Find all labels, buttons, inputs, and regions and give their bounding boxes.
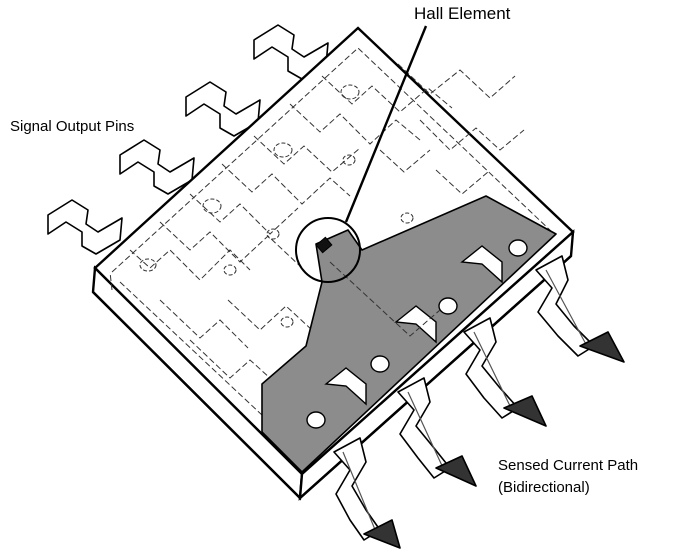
package-right-side	[298, 229, 575, 501]
internal-leadframe	[109, 47, 553, 461]
hall-element-chip	[315, 236, 333, 254]
hall-element-callout	[295, 25, 428, 283]
current-lead-1	[333, 437, 401, 549]
sensed-current-path-label: Sensed Current Path	[498, 457, 639, 474]
current-direction-arrow-1	[363, 519, 401, 549]
current-direction-arrow-4	[579, 331, 625, 363]
hall-element-label: Hall Element	[414, 4, 511, 23]
signal-output-pins-label: Signal Output Pins	[10, 118, 135, 135]
hall-element-circle	[295, 217, 361, 283]
internal-holes	[139, 84, 414, 328]
current-lead-2	[397, 377, 477, 487]
signal-pin-1	[47, 199, 123, 255]
current-direction-arrow-3	[503, 395, 547, 427]
current-direction-arrow-2	[435, 455, 477, 487]
current-lead-4	[535, 255, 625, 363]
current-lead-3	[463, 317, 547, 427]
hall-element-leader-line	[344, 25, 428, 223]
sensed-current-path-sublabel: (Bidirectional)	[498, 479, 590, 496]
sensed-current-leads	[333, 255, 625, 549]
conductor-holes	[306, 239, 528, 429]
conductor-notches	[324, 245, 503, 406]
signal-pin-2	[119, 139, 195, 195]
signal-output-pins	[47, 24, 329, 255]
